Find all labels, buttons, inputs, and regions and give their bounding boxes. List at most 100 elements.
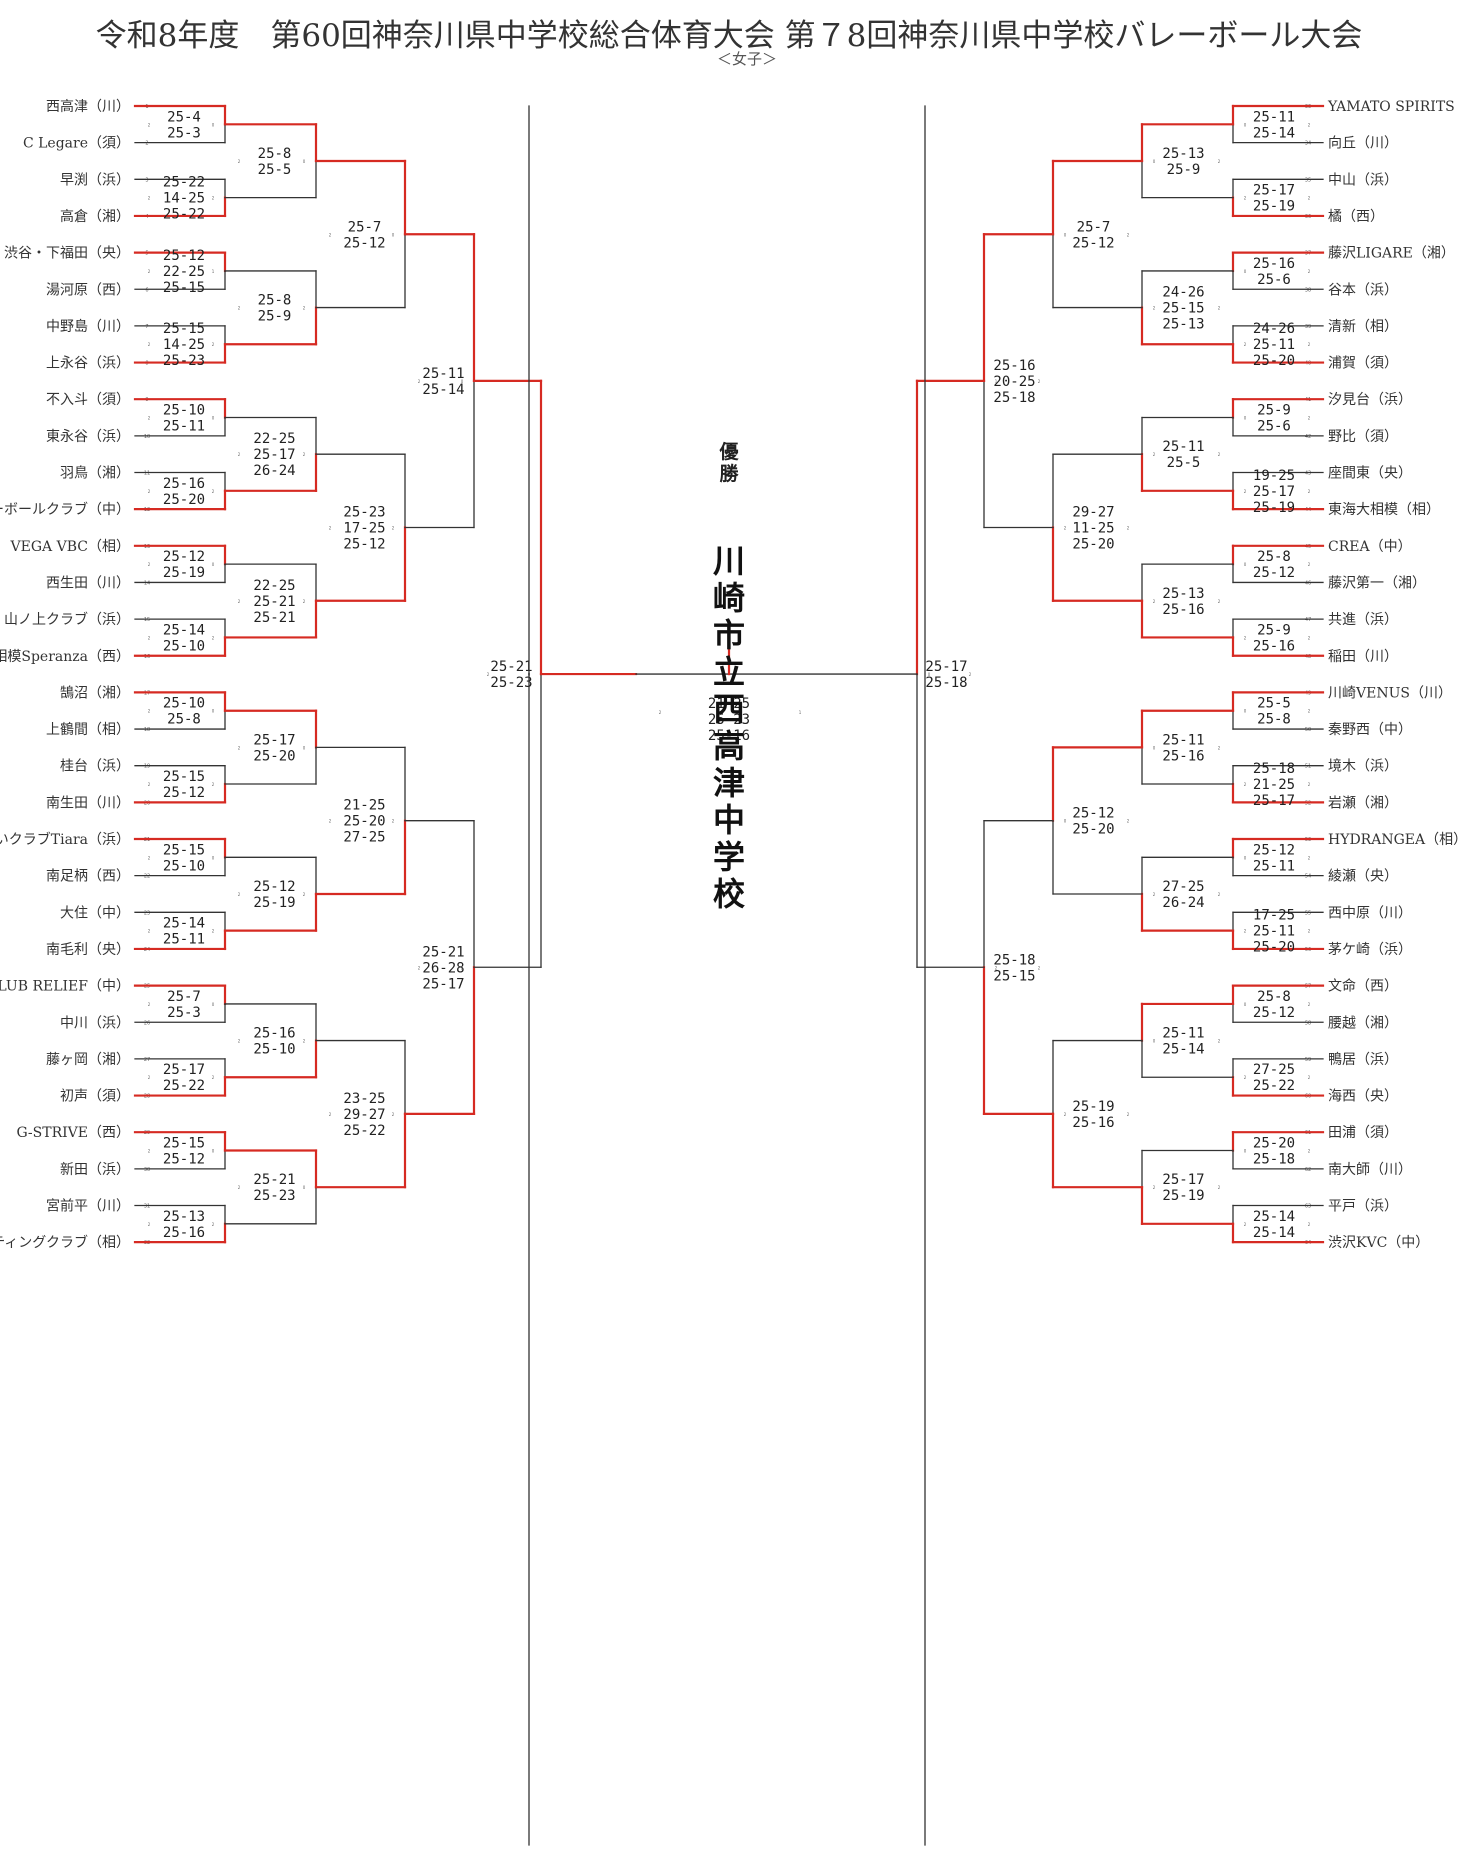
right-match-score: 27-25 (1162, 879, 1204, 895)
left-team-name: 山ノ上クラブ（浜） (4, 611, 130, 628)
left-set-count: 2 (303, 892, 306, 897)
left-match-score: 26-24 (253, 463, 295, 479)
right-seed-number: 38 (1305, 287, 1311, 293)
right-seed-number: 63 (1305, 1204, 1311, 1210)
right-match-score: 29-27 (1072, 504, 1114, 520)
right-set-count: 2 (1308, 635, 1311, 640)
right-match-score: 25-18 (925, 675, 967, 691)
left-match-score: 25-8 (167, 712, 201, 728)
left-match-score: 17-25 (343, 520, 385, 536)
right-team-name: 向丘（川） (1328, 136, 1398, 152)
right-team-name: 茅ケ崎（浜） (1328, 942, 1412, 958)
right-match-score: 25-11 (1162, 1026, 1204, 1042)
left-match-score: 25-15 (163, 321, 205, 337)
right-match-score: 25-16 (1162, 748, 1204, 764)
right-seed-number: 39 (1305, 324, 1311, 330)
left-match-score: 26-28 (422, 960, 464, 976)
right-match-score: 25-18 (993, 390, 1035, 406)
left-match-score: 25-21 (490, 659, 532, 675)
right-set-count: 2 (1308, 196, 1311, 201)
right-set-count: 0 (1244, 122, 1247, 127)
left-set-count: 2 (148, 1002, 151, 1007)
right-seed-number: 54 (1305, 874, 1311, 880)
right-seed-number: 51 (1305, 764, 1311, 770)
left-match-score: 25-22 (163, 175, 205, 191)
left-match-score: 25-10 (253, 1042, 295, 1058)
left-set-count: 2 (238, 892, 241, 897)
left-set-count: 2 (487, 672, 490, 677)
left-seed-number: 30 (144, 1167, 150, 1173)
left-team-name: 南毛利（央） (46, 942, 130, 958)
left-match-score: 22-25 (253, 578, 295, 594)
left-set-count: 2 (238, 745, 241, 750)
right-set-count: 2 (969, 672, 972, 677)
left-set-count: 2 (148, 855, 151, 860)
right-seed-number: 62 (1305, 1167, 1311, 1173)
right-match-score: 25-17 (1253, 793, 1295, 809)
right-set-count: 2 (1064, 1112, 1067, 1117)
right-match-score: 25-20 (1072, 536, 1114, 552)
left-match-score: 25-23 (163, 353, 205, 369)
right-team-name: 野比（須） (1328, 429, 1398, 445)
left-team-name: 藤ヶ岡（湘） (46, 1052, 130, 1068)
right-match-score: 25-11 (1253, 924, 1295, 940)
left-set-count: 0 (212, 562, 215, 567)
left-set-count: 2 (238, 306, 241, 311)
right-set-count: 2 (1244, 782, 1247, 787)
right-team-name: 稲田（川） (1328, 649, 1398, 665)
right-match-score: 25-18 (1253, 761, 1295, 777)
left-set-count: 2 (212, 342, 215, 347)
right-seed-number: 55 (1305, 910, 1311, 916)
right-match-score: 25-6 (1257, 419, 1291, 435)
left-set-count: 2 (418, 965, 421, 970)
left-set-count: 2 (392, 819, 395, 824)
right-match-score: 25-11 (1162, 732, 1204, 748)
right-match-score: 19-25 (1253, 468, 1295, 484)
right-set-count: 0 (1244, 416, 1247, 421)
right-match-score: 25-12 (1253, 1005, 1295, 1021)
right-seed-number: 43 (1305, 471, 1311, 477)
right-team-name: 清新（相） (1328, 319, 1398, 335)
right-team-name: 中山（浜） (1328, 172, 1398, 188)
right-set-count: 0 (928, 672, 931, 677)
left-match-score: 25-16 (163, 1225, 205, 1241)
left-team-name: 南生田（川） (46, 795, 130, 811)
right-set-count: 2 (1218, 452, 1221, 457)
left-match-score: 27-25 (343, 830, 385, 846)
champion-label: 優 (718, 440, 739, 463)
left-set-count: 2 (418, 379, 421, 384)
right-set-count: 2 (1218, 1185, 1221, 1190)
champion-name: 西 (713, 690, 745, 728)
right-set-count: 2 (1308, 855, 1311, 860)
right-set-count: 2 (1038, 965, 1041, 970)
left-team-name: 桂台（浜） (60, 759, 130, 775)
right-set-count: 2 (1244, 489, 1247, 494)
left-set-count: 0 (212, 1002, 215, 1007)
left-set-count: 2 (238, 1039, 241, 1044)
right-team-name: 平戸（浜） (1328, 1199, 1398, 1215)
left-match-score: 25-11 (163, 932, 205, 948)
right-set-count: 2 (1127, 819, 1130, 824)
right-set-count: 2 (1308, 1002, 1311, 1007)
right-seed-number: 34 (1305, 141, 1311, 147)
left-match-score: 25-11 (422, 366, 464, 382)
left-team-name: 湯河原（西） (46, 281, 130, 298)
final-match-score: 21-25 (708, 696, 750, 712)
left-match-score: 25-22 (163, 1078, 205, 1094)
right-match-score: 21-25 (1253, 777, 1295, 793)
left-set-count: 2 (212, 929, 215, 934)
right-match-score: 25-20 (1072, 822, 1114, 838)
left-match-score: 25-23 (490, 675, 532, 691)
right-team-name: 南大師（川） (1328, 1162, 1412, 1178)
right-team-name: 西中原（川） (1328, 905, 1412, 921)
right-match-score: 25-9 (1167, 162, 1201, 178)
right-match-score: 25-7 (1077, 219, 1111, 235)
right-match-score: 25-19 (1162, 1188, 1204, 1204)
left-match-score: 25-17 (253, 732, 295, 748)
right-set-count: 2 (1244, 342, 1247, 347)
left-seed-number: 15 (144, 617, 150, 623)
right-set-count: 2 (1308, 1149, 1311, 1154)
left-team-name: みなとみらいクラブTiara（浜） (0, 831, 130, 848)
right-set-count: 2 (1308, 709, 1311, 714)
right-seed-number: 50 (1305, 727, 1311, 733)
